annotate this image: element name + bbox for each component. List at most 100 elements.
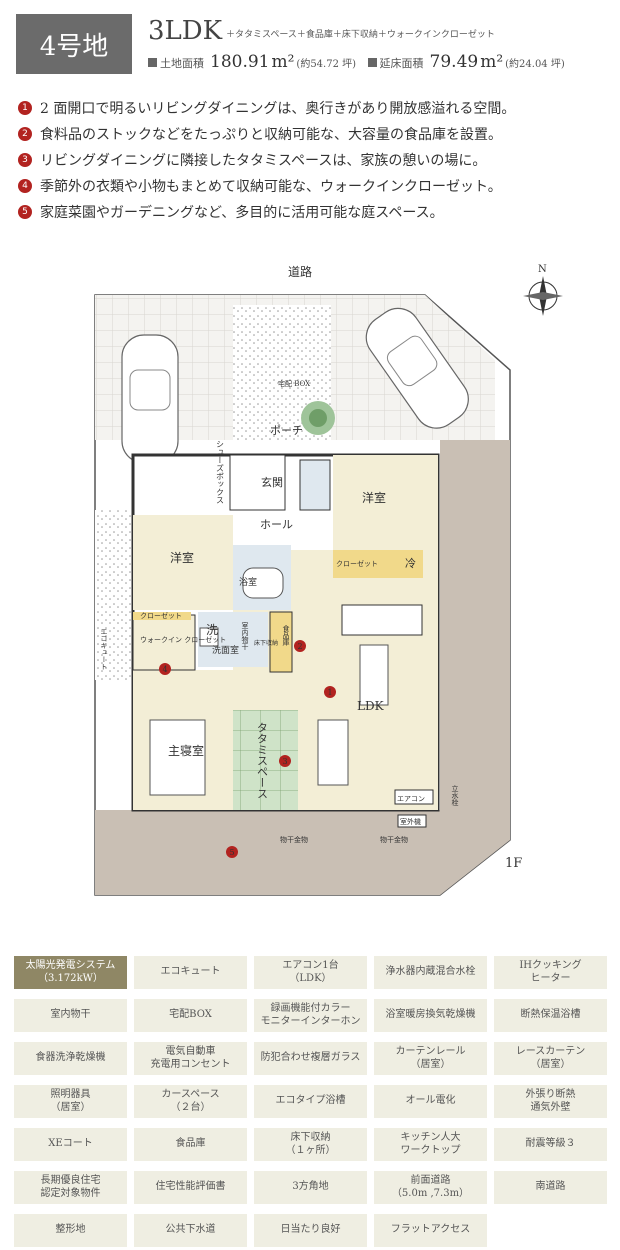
equipment-grid: 太陽光発電システム （3.172kW）エコキュートエアコン1台 （LDK）浄水器… — [14, 956, 607, 1247]
equipment-chip: 前面道路 （5.0m ,7.3m） — [374, 1171, 487, 1204]
label-faucet: 立水栓 — [451, 784, 459, 807]
square-bullet-icon — [148, 58, 157, 67]
toilet — [299, 459, 331, 511]
label-delivery-box: 宅配 BOX — [278, 379, 310, 388]
equipment-chip: 住宅性能評価書 — [134, 1171, 247, 1204]
marker-1: 1 — [324, 686, 336, 698]
label-shoebox: シューズボックス — [216, 440, 225, 504]
side-gravel — [95, 510, 131, 680]
equipment-chip: 電気自動車 充電用コンセント — [134, 1042, 247, 1075]
plan-extras: ＋タタミスペース＋食品庫＋床下収納＋ウォークインクローゼット — [226, 30, 495, 40]
closet-shelf — [133, 612, 191, 620]
floor-label: 1F — [505, 856, 522, 871]
land-area-value: 180.91 — [210, 52, 270, 72]
marker-4-text: 4 — [162, 665, 167, 674]
equipment-chip: 浴室暖房換気乾燥機 — [374, 999, 487, 1032]
marker-5-text: 5 — [229, 848, 234, 857]
label-aircon: エアコン — [397, 795, 425, 803]
equipment-chip: 食器洗浄乾燥機 — [14, 1042, 127, 1075]
marker-2-text: 2 — [297, 642, 302, 651]
equipment-chip: カースペース （２台） — [134, 1085, 247, 1118]
aircon-unit — [394, 789, 434, 805]
equipment-chip: 3方角地 — [254, 1171, 367, 1204]
equipment-chip: エコキュート — [134, 956, 247, 989]
entrance — [229, 454, 286, 511]
equipment-chip: キッチン人大 ワークトップ — [374, 1128, 487, 1161]
equipment-chip: 床下収納 （１ヶ所） — [254, 1128, 367, 1161]
label-laundry: 室内物干 — [241, 621, 249, 651]
equipment-chip: 耐震等級３ — [494, 1128, 607, 1161]
tree-icon — [301, 401, 335, 435]
label-western-left: 洋室 — [170, 550, 194, 565]
label-clothes-pole-2: 物干金物 — [380, 835, 408, 844]
label-bath: 浴室 — [239, 576, 257, 588]
equipment-chip: XEコート — [14, 1128, 127, 1161]
floor-area-tsubo: (約24.04 坪) — [505, 59, 565, 70]
square-bullet-icon — [367, 58, 377, 67]
equipment-chip: 南道路 — [494, 1171, 607, 1204]
label-washroom: 洗面室 — [212, 644, 239, 656]
label-wash: 洗 — [206, 623, 218, 637]
equipment-chip: 室内物干 — [14, 999, 127, 1032]
outdoor-unit — [397, 814, 427, 828]
equipment-chip: 太陽光発電システム （3.172kW） — [14, 956, 127, 989]
feature-number: 5 — [18, 205, 32, 219]
equipment-chip: IHクッキング ヒーター — [494, 956, 607, 989]
equipment-chip: 防犯合わせ複層ガラス — [254, 1042, 367, 1075]
feature-number: 4 — [18, 179, 32, 193]
car-right — [365, 307, 469, 429]
label-entrance: 玄関 — [261, 475, 283, 489]
closet-right — [333, 550, 423, 578]
label-fridge: 冷 — [405, 557, 416, 570]
equipment-chip: 食品庫 — [134, 1128, 247, 1161]
equipment-chip: 公共下水道 — [134, 1214, 247, 1247]
road-label: 道路 — [288, 264, 312, 279]
label-clothes-pole-1: 物干金物 — [280, 835, 308, 844]
feature-number: 3 — [18, 153, 32, 167]
marker-4: 4 — [159, 663, 171, 675]
equipment-chip: 外張り断熱 通気外壁 — [494, 1085, 607, 1118]
land-area-tsubo: (約54.72 坪) — [296, 59, 357, 70]
equipment-chip: フラットアクセス — [374, 1214, 487, 1247]
equipment-chip: オール電化 — [374, 1085, 487, 1118]
feature-text: リビングダイニングに隣接したタタミスペースは、家族の憩いの場に。 — [40, 153, 487, 169]
compass-north-label: N — [538, 264, 547, 275]
floor-plan: 道路 N ポーチ 玄関 ホール シューズボックス 宅配 B — [94, 264, 563, 896]
feature-text: 2 面開口で明るいリビングダイニングは、奥行きがあり開放感溢れる空間。 — [40, 101, 516, 117]
wash-basin — [199, 627, 219, 647]
label-underfloor: 床下収納 — [254, 639, 278, 647]
room-western-left — [133, 515, 233, 610]
equipment-chip: エアコン1台 （LDK） — [254, 956, 367, 989]
marker-5: 5 — [226, 846, 238, 858]
room-western-right — [333, 455, 438, 550]
equipment-chip: カーテンレール （居室） — [374, 1042, 487, 1075]
label-master: 主寝室 — [168, 743, 204, 758]
equipment-chip: エコタイプ浴槽 — [254, 1085, 367, 1118]
garden — [95, 440, 510, 895]
compass-icon: N — [523, 264, 563, 316]
equipment-chip: 断熱保温浴槽 — [494, 999, 607, 1032]
kitchen-counter — [341, 604, 423, 636]
walk-in-closet — [132, 614, 196, 671]
label-ldk: LDK — [357, 699, 385, 713]
label-walk-in: ウォークイン クローゼット — [140, 635, 226, 644]
equipment-chip: 照明器具 （居室） — [14, 1085, 127, 1118]
plan-type: 3LDK — [148, 16, 223, 46]
floor-area-value: 79.49 — [429, 52, 479, 72]
marker-1-text: 1 — [327, 688, 332, 697]
sofa — [317, 719, 349, 786]
equipment-chip: 宅配BOX — [134, 999, 247, 1032]
marker-3-text: 3 — [282, 757, 287, 766]
equipment-chip: 浄水器内蔵混合水栓 — [374, 956, 487, 989]
car-left — [121, 334, 179, 464]
feature-text: 家庭菜園やガーデニングなど、多目的に活用可能な庭スペース。 — [40, 205, 444, 221]
label-porch: ポーチ — [270, 424, 303, 437]
label-closet-right: クローゼット — [336, 559, 378, 568]
lot-number-badge: 4号地 — [16, 14, 132, 74]
label-pantry: 食品庫 — [282, 624, 290, 647]
lot-number: 4号地 — [39, 31, 109, 62]
